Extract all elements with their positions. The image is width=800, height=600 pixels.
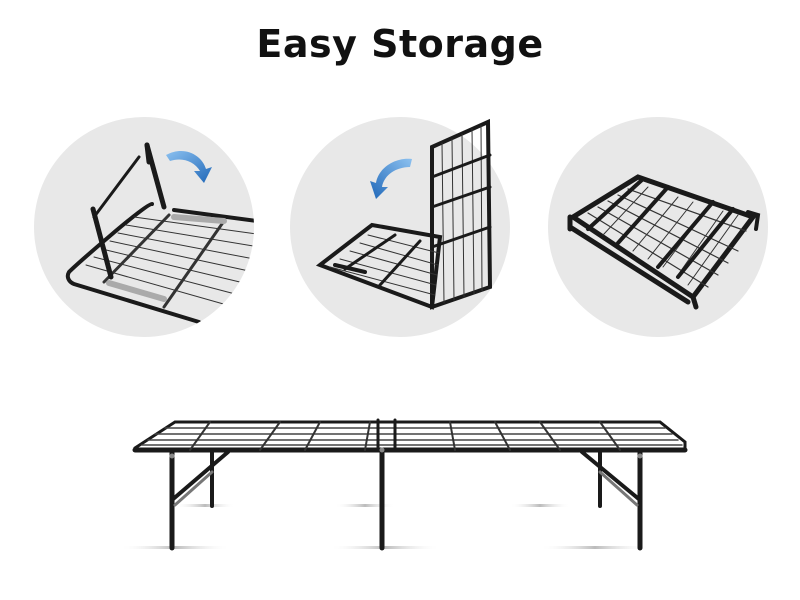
step-3-folded-frame-image <box>548 117 768 337</box>
page-title: Easy Storage <box>256 22 544 66</box>
assembled-bed-frame-image <box>120 400 700 570</box>
step-1-unfold-legs-image <box>34 117 254 337</box>
step-2-fold-halves-image <box>290 117 510 337</box>
fold-arrow-icon <box>166 150 212 183</box>
fold-arrow-icon <box>370 158 412 199</box>
